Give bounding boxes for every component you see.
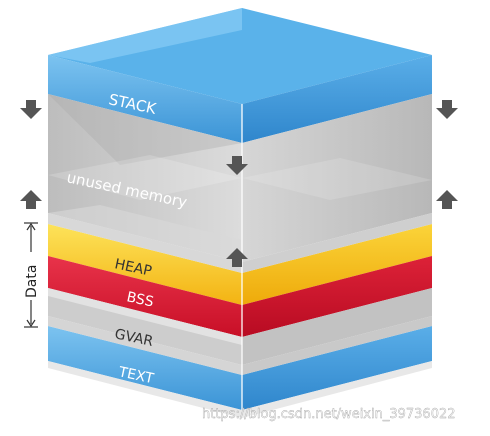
stack-grow-down-arrow-left [20, 100, 42, 119]
heap-layer [48, 213, 432, 305]
text-layer [48, 316, 432, 410]
data-bracket [24, 222, 38, 328]
stack-grow-down-arrow-right [436, 100, 458, 119]
cube-top-highlight [48, 8, 242, 63]
stack-grow-down-arrow-center [226, 156, 248, 175]
text-segment-label: TEXT [116, 364, 155, 387]
heap-grow-up-arrow-center [226, 248, 248, 267]
heap-grow-up-arrow-left [20, 190, 42, 209]
heap-label: HEAP [113, 256, 153, 279]
bss-label: BSS [125, 289, 155, 310]
heap-grow-up-arrow-right [436, 190, 458, 209]
unused-memory-region [48, 94, 432, 262]
stack-layer [48, 55, 432, 143]
gvar-label: GVAR [113, 326, 155, 350]
gvar-layer [48, 288, 432, 365]
bss-layer [48, 256, 432, 337]
watermark-text: https://blog.csdn.net/weixin_39736022 [202, 407, 456, 422]
data-label: Data [24, 265, 40, 298]
